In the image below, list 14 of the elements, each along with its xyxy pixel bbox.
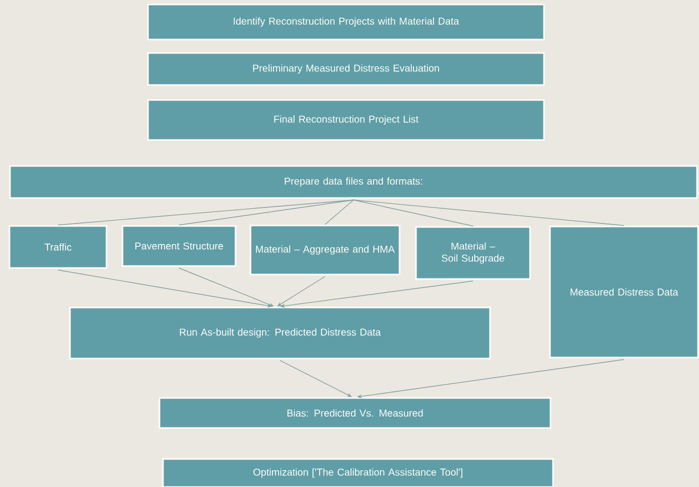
arrow [280, 360, 352, 397]
header-bar: Prepare data files and formats: [9, 165, 698, 199]
process-box: Material – Soil Subgrade [415, 226, 531, 280]
arrow [277, 276, 326, 306]
process-box: Pavement Structure [122, 225, 236, 267]
process-box: Bias: Predicted Vs. Measured [158, 397, 552, 429]
process-box: Run As-built design: Predicted Distress Data [69, 306, 491, 360]
process-box: Preliminary Measured Distress Evaluation [147, 52, 545, 86]
process-box: Final Reconstruction Project List [147, 99, 545, 141]
data-box: Measured Distress Data [549, 226, 699, 358]
process-box: Material – Aggregate and HMA [250, 224, 400, 276]
process-box: Optimization ['The Calibration Assistance Tool'] [162, 458, 554, 487]
process-box: Traffic [8, 225, 108, 269]
process-box: Identify Reconstruction Projects with Material Data [147, 4, 545, 40]
